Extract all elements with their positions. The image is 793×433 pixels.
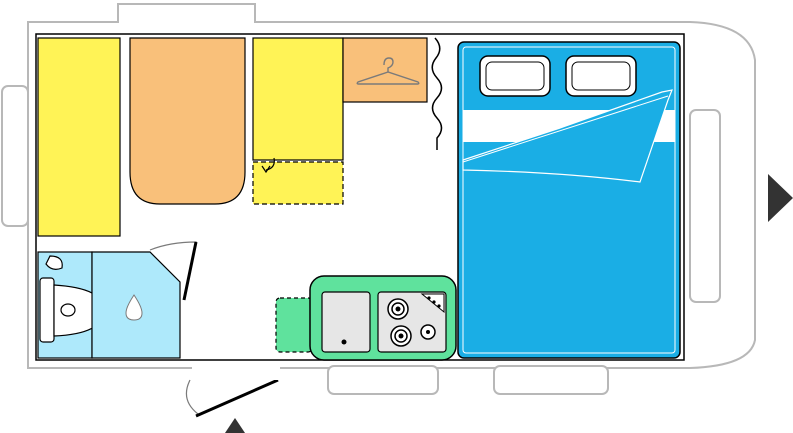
stove-burner-icon [420,324,436,340]
control-knobs-icon [420,293,445,314]
triangle-up-icon [225,418,245,433]
bathroom-door [149,241,198,301]
pillow-right [565,55,637,97]
blanket-corner [462,89,673,183]
kitchen-extension-dashed [275,297,313,353]
kitchen-sink-icon [321,291,371,353]
left-bay-window [1,85,29,227]
stove-burner-icon [387,298,409,320]
right-bay-window [689,109,721,303]
double-bed [457,41,681,359]
bottom-window-right [493,365,609,395]
dining-table [129,37,246,205]
triangle-right-icon [768,174,793,222]
door-swing-icon [185,366,280,418]
pillow-right-inner [571,61,631,91]
bottom-window-left [327,365,439,395]
stove-burner-icon [390,325,412,347]
pillow-left [479,55,551,97]
pillow-left-inner [485,61,545,91]
curtain-wave-icon [431,37,443,150]
curved-arrow-head [261,165,271,174]
hanger-icon [356,57,420,85]
seat-extension-dashed [252,161,344,205]
sink-icon [45,255,63,270]
seat-left [37,37,121,237]
seat-right [252,37,344,161]
wardrobe [342,37,428,103]
blanket-fold-line [462,95,669,163]
water-drop-icon [125,294,143,321]
